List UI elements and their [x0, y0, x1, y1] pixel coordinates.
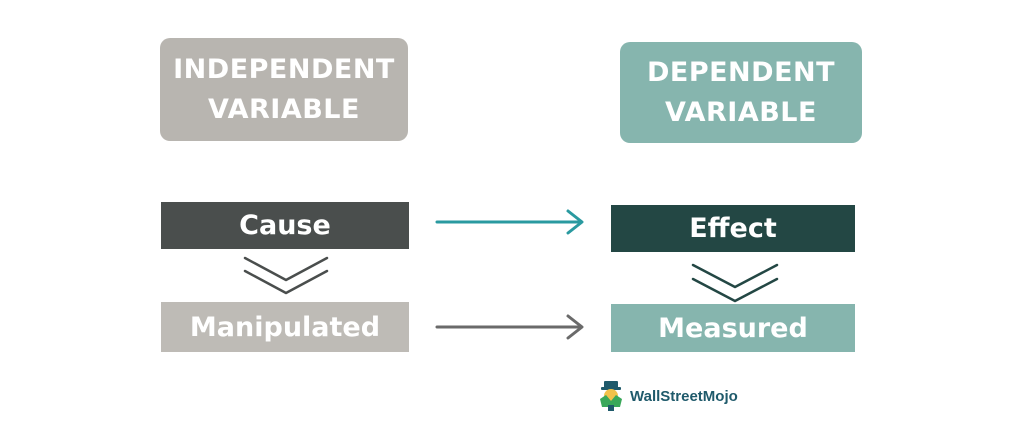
independent-title-line2: VARIABLE — [208, 93, 360, 125]
arrow-cause-to-effect — [435, 209, 584, 235]
arrow-manipulated-to-measured — [435, 314, 584, 340]
effect-box: Effect — [611, 205, 855, 252]
logo-text: WallStreetMojo — [630, 387, 738, 405]
independent-title-line1: INDEPENDENT — [173, 53, 395, 85]
cause-box: Cause — [161, 202, 409, 249]
dependent-title-line2: VARIABLE — [665, 96, 817, 128]
dependent-variable-box: DEPENDENT VARIABLE — [620, 42, 862, 143]
chevron-down-icon — [691, 263, 779, 303]
chevron-down-icon — [243, 256, 329, 295]
measured-box: Measured — [611, 304, 855, 352]
dependent-title-line1: DEPENDENT — [646, 56, 836, 88]
wallstreetmojo-mascot-icon — [600, 381, 622, 411]
independent-variable-box: INDEPENDENT VARIABLE — [160, 38, 408, 141]
wallstreetmojo-logo: WallStreetMojo — [598, 381, 738, 411]
manipulated-box: Manipulated — [161, 302, 409, 352]
